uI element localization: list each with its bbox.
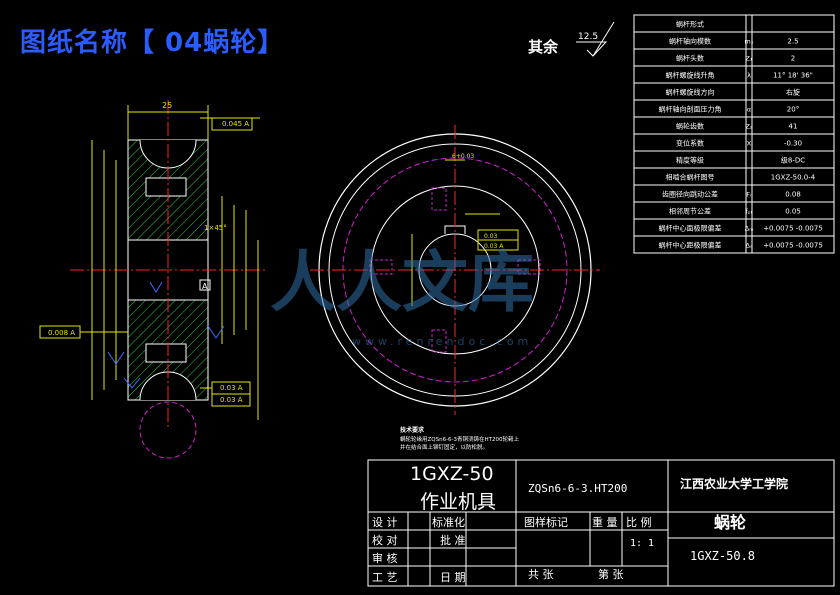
param-value: +0.0075 -0.0075 [763,242,823,250]
scale: 比 例 [626,515,652,529]
drawing-title: 图纸名称【 04蜗轮】 [20,28,285,58]
keyway-tol: 0.03 [484,233,498,240]
row-process: 工 艺 [372,571,398,584]
roughness-prefix: 其余 [528,38,559,56]
row-check: 校 对 [372,533,398,547]
param-label: 精度等级 [676,156,704,165]
tol-frame-4: 0.03 A [220,396,243,404]
param-value: 41 [789,123,798,131]
front-view: 6+0.03 0.03 0.03 A [310,125,600,415]
watermark-url: www.renrendoc.com [352,335,532,348]
param-label: 蜗杆中心面极限偏差 [659,224,722,233]
dim-keyway: 6+0.03 [452,153,474,160]
param-symbol: Δₐ [746,242,753,250]
sheet-number: 第 张 [598,567,624,581]
param-label: 蜗杆轴向剖面压力角 [659,105,722,114]
param-symbol: Z₂ [745,123,752,131]
param-symbol: Fᵣ [746,191,752,199]
tech-req-line2: 并在结合面上铆钉固定，以防松脱。 [400,443,488,451]
param-symbol: fₚₜ [746,208,753,216]
datum-a: A [202,282,208,291]
param-label: 相啮合蜗杆图号 [666,173,715,182]
drawing-no: 1GXZ-50 [410,463,494,485]
param-value: 11° 18' 36" [773,72,813,80]
row-review: 审 核 [372,551,398,565]
tol-frame-1: 0.045 A [222,120,249,128]
param-symbol: X [747,140,752,148]
weight: 重 量 [592,515,618,529]
param-label: 蜗杆形式 [676,20,704,29]
approve: 批 准 [440,533,466,547]
param-symbol: λ [747,72,751,80]
material: ZQSn6-6-3.HT200 [528,482,627,495]
param-value: -0.30 [784,140,802,148]
keyway-tol-2: 0.03 A [484,243,504,250]
sheet-total: 共 张 [528,568,554,581]
std: 标准化 [432,515,465,529]
watermark-logo: 人人文库 [270,244,534,321]
param-value: 2 [791,55,795,63]
param-label: 蜗轮齿数 [676,122,704,131]
product-name: 作业机具 [420,491,496,513]
date: 日 期 [440,571,466,584]
param-symbol: Δₘ [745,225,754,233]
param-label: 变位系数 [676,139,704,148]
param-label: 蜗杆中心距极限偏差 [659,241,722,250]
title-block [367,459,835,587]
scale-value: 1: 1 [630,538,654,549]
tol-frame-2: 0.008 A [48,329,75,337]
dim-width: 25 [162,101,172,110]
mark: 图样标记 [524,515,568,529]
param-value: 1GXZ-50.0-4 [771,174,816,182]
tol-frame-3: 0.03 A [220,384,243,392]
roughness-symbol [576,41,608,57]
param-symbol: α [747,106,751,114]
param-value: 0.08 [785,191,801,199]
roughness-value: 12.5 [578,32,598,42]
param-value: +0.0075 -0.0075 [763,225,823,233]
param-label: 蜗杆螺旋线方向 [666,88,715,97]
param-value: 2.5 [787,38,798,46]
part-name: 蜗轮 [714,513,746,532]
param-value: 0.05 [785,208,801,216]
tech-req-heading: 技术要求 [400,426,425,434]
dim-chamfer: 1×45° [204,224,227,232]
param-value: 右旋 [786,88,800,97]
param-value: 级8-DC [781,156,805,165]
param-label: 蜗杆螺旋线升角 [666,71,715,80]
row-design: 设 计 [372,516,398,529]
param-label: 蜗杆头数 [676,54,704,63]
param-label: 相邻周节公差 [669,207,711,216]
param-symbol: Z₁ [745,55,752,63]
part-no: 1GXZ-50.8 [690,549,755,563]
param-value: 20° [787,106,799,114]
param-symbol: mₓ [744,38,753,46]
param-label: 蜗杆轴向模数 [669,37,711,46]
tech-req-line1: 蜗轮轮缘用ZQSn6-6-3青铜浇铸在HT200轮毂上 [400,435,520,443]
param-label: 齿圈径向跳动公差 [662,190,718,199]
school: 江西农业大学工学院 [680,476,788,491]
section-view: 25 0.045 A 0.008 A 0.03 A 0.03 A 1×45° A [39,100,265,459]
